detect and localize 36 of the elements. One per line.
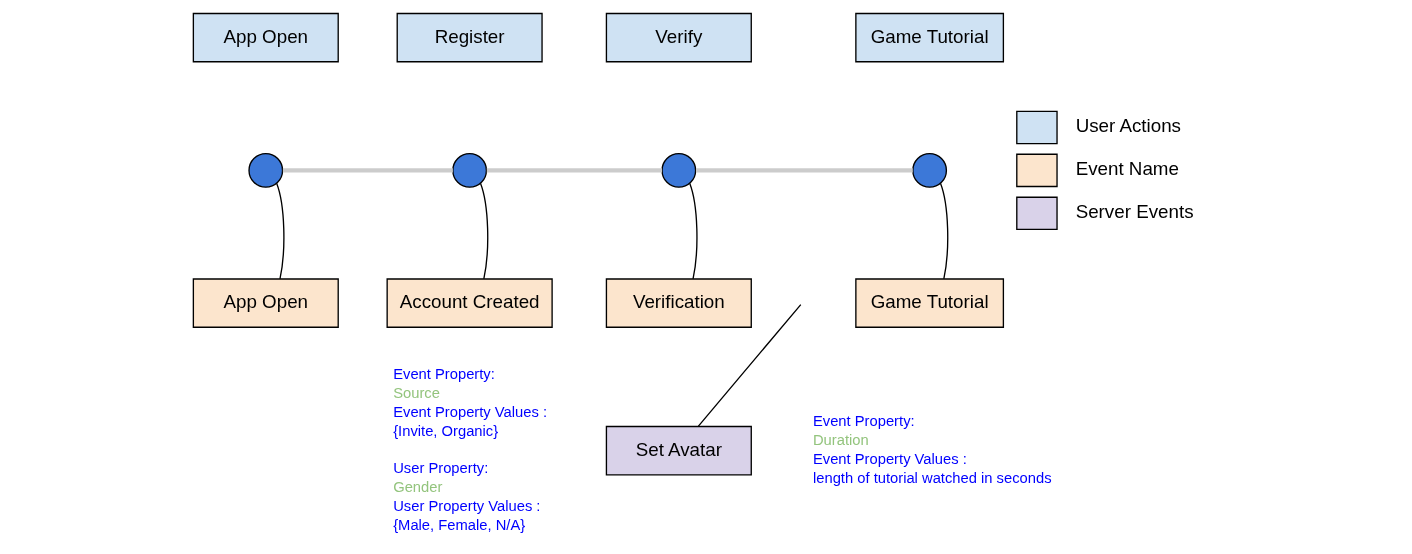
node-box: Verify	[605, 12, 752, 63]
node-circle	[912, 152, 948, 188]
label: User Property Values :	[393, 497, 541, 514]
legend-label: Server Events	[1075, 201, 1194, 223]
label: Duration	[812, 432, 869, 449]
connector	[282, 168, 453, 173]
connector	[275, 182, 285, 280]
node-box: Set Avatar	[605, 425, 752, 476]
label: Event Property Values :	[393, 403, 548, 420]
connector	[486, 168, 662, 173]
connector	[479, 182, 489, 280]
label: Event Property:	[393, 366, 495, 383]
node-box: Account Created	[386, 278, 553, 328]
node-circle	[248, 152, 284, 188]
node-box: Game Tutorial	[855, 12, 1005, 63]
connector	[697, 303, 802, 427]
connector	[939, 182, 949, 280]
legend-label: Event Name	[1075, 158, 1179, 180]
label: {Invite, Organic}	[393, 422, 499, 439]
node-box: Game Tutorial	[855, 278, 1005, 328]
label: User Property:	[393, 460, 489, 477]
legend-label: User Actions	[1075, 115, 1182, 137]
label: Gender	[393, 478, 443, 495]
label: Event Property Values :	[812, 450, 967, 467]
connector	[689, 182, 698, 280]
connector	[696, 168, 913, 173]
node-box: App Open	[192, 12, 339, 63]
node-box: App Open	[192, 278, 339, 328]
node-box: Register	[396, 12, 543, 63]
node-circle	[452, 152, 488, 188]
label: Event Property:	[812, 413, 915, 430]
node-circle	[661, 152, 697, 188]
label: {Male, Female, N/A}	[393, 516, 526, 533]
label: Source	[393, 385, 440, 402]
label: length of tutorial watched in seconds	[812, 469, 1052, 486]
node-box: Verification	[605, 278, 752, 328]
